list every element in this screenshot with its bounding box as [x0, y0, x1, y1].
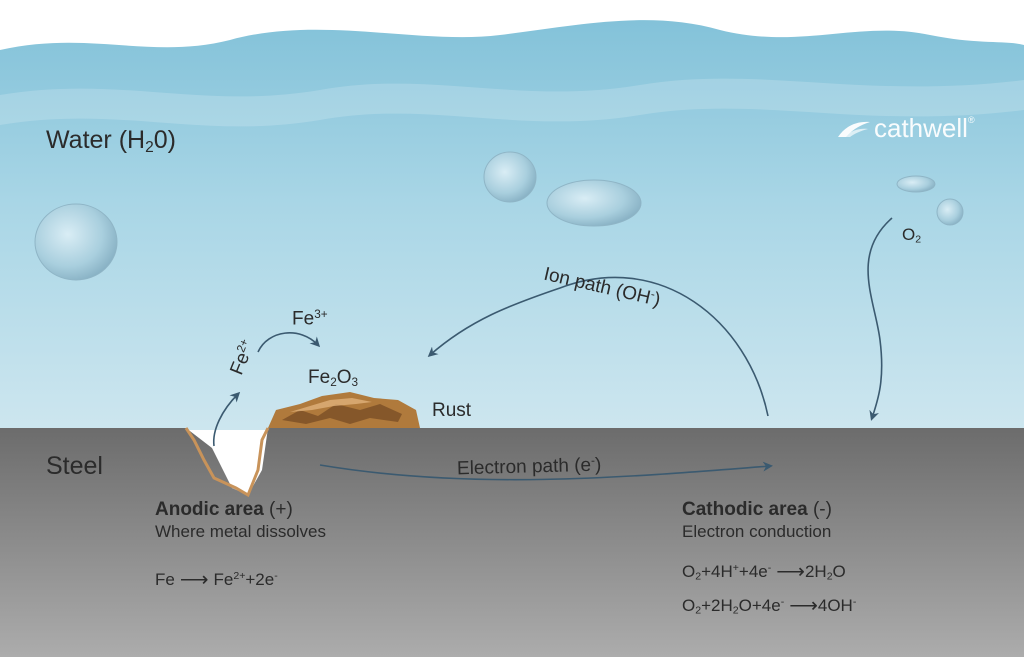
ion-path-arrow	[427, 276, 769, 417]
electron-path-label: Electron path (e-)	[456, 454, 602, 480]
rust-label: Rust	[432, 400, 472, 421]
droplet-mid-small	[483, 151, 537, 203]
cathodic-sign: (-)	[812, 499, 832, 520]
fe2-rise-arrow	[213, 391, 241, 447]
water-body	[0, 20, 1024, 430]
water-label: Water (H20)	[46, 126, 176, 156]
anodic-area-subtitle: Where metal dissolves	[155, 522, 327, 541]
fe3-label: Fe3+	[292, 308, 328, 330]
cathwell-swoosh-icon	[838, 121, 870, 137]
cathodic-equation-1: O2+4H++4e-⟶2H2O	[682, 561, 846, 583]
cathwell-logo: cathwell®	[836, 113, 975, 144]
anodic-equation: Fe⟶Fe2++2e-	[155, 569, 278, 591]
cathodic-equation-2: O2+2H2O+4e-⟶4OH-	[682, 595, 857, 617]
logo-text: cathwell	[874, 113, 968, 143]
anodic-pit-rim	[184, 427, 270, 498]
fe2o3-label: Fe2O3	[308, 367, 359, 389]
oxygen-bubble-2	[936, 198, 964, 226]
o2-label: O2	[902, 225, 922, 246]
rust-highlight	[290, 398, 372, 412]
water-wave-highlight	[0, 78, 1024, 127]
oxygen-bubble-1	[896, 175, 936, 193]
droplet-left	[34, 203, 118, 281]
steel-label: Steel	[46, 452, 103, 480]
cathodic-title-text: Cathodic area	[682, 499, 808, 520]
fe3-curve-arrow	[257, 332, 321, 353]
cathodic-area-subtitle: Electron conduction	[682, 522, 832, 541]
reaction-arrow-icon: ⟶	[789, 595, 818, 617]
rust-texture	[282, 404, 402, 424]
electron-path-arrow	[319, 461, 773, 481]
anodic-title-text: Anodic area	[155, 499, 264, 520]
cathodic-area-title: Cathodic area (-)	[682, 499, 832, 521]
anodic-sign: (+)	[269, 499, 293, 520]
steel-body	[0, 428, 1024, 657]
anodic-area-title: Anodic area (+)	[155, 499, 293, 521]
reaction-arrow-icon: ⟶	[179, 569, 209, 591]
oxygen-path-arrow	[867, 217, 893, 421]
droplet-mid-large	[546, 179, 642, 227]
logo-registered-mark: ®	[967, 115, 975, 125]
reaction-arrow-icon: ⟶	[776, 561, 805, 583]
